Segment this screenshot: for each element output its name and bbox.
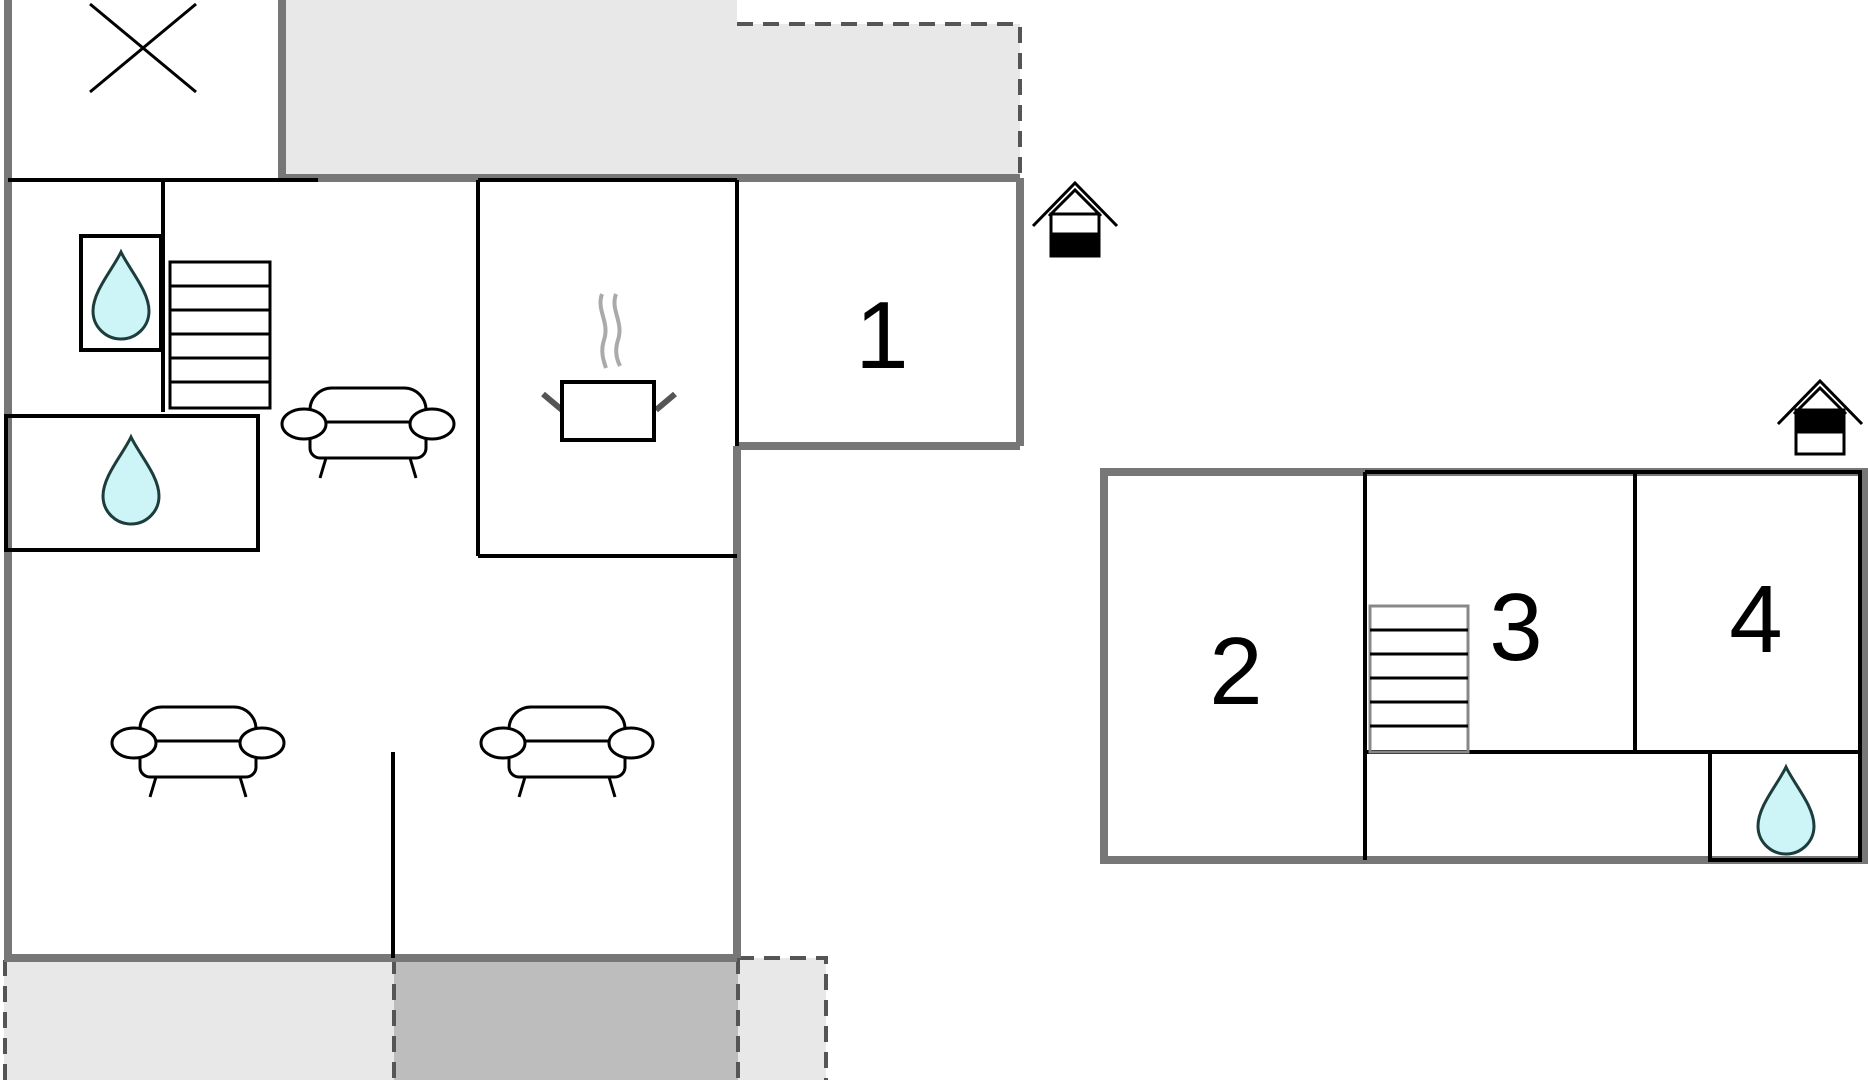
house-entrance-icon: [1031, 180, 1119, 258]
terrace-bottom: [3, 956, 828, 1080]
sofa-icon: [479, 705, 655, 799]
stairs-icon: [168, 260, 272, 410]
bathroom-large: [101, 435, 161, 526]
sofa-icon: [110, 705, 286, 799]
room-number-2: 2: [1209, 618, 1262, 725]
terrace-top: [282, 0, 1022, 178]
first-floor-walls: [1100, 468, 1868, 864]
house-entrance-icon: [1776, 378, 1864, 456]
bathroom-small: [79, 234, 163, 352]
room-number-4: 4: [1729, 566, 1782, 673]
water-drop-icon: [1756, 765, 1816, 856]
ground-floor-walls: [4, 0, 1024, 962]
cross-icon: [89, 2, 197, 94]
cooking-pot-icon: [541, 293, 677, 442]
water-drop-icon: [101, 435, 161, 526]
room-number-3: 3: [1489, 574, 1542, 681]
room-number-1: 1: [855, 282, 908, 389]
sofa-icon: [280, 386, 456, 480]
stairs-icon: [1368, 604, 1470, 754]
